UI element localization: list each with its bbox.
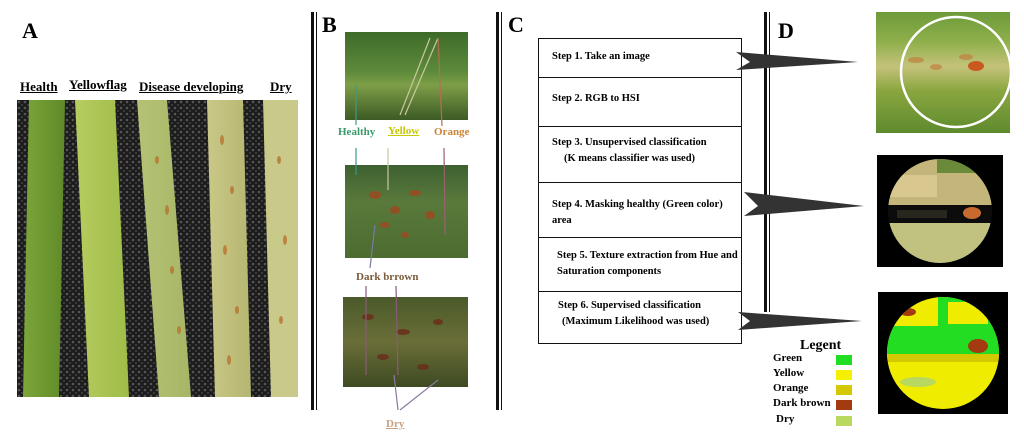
divider-c-d-2	[769, 12, 770, 312]
arrow-step1-to-image	[736, 52, 858, 70]
leaf-dry	[263, 100, 298, 397]
masked-image	[877, 155, 1003, 267]
region-of-interest-circle	[899, 15, 1010, 129]
leaf-samples-photo	[17, 100, 298, 397]
label-dry-b: Dry	[386, 418, 405, 430]
leaf-disease-developing-1	[137, 100, 191, 397]
legend-swatch-orange	[836, 385, 852, 395]
panel-letter-a: A	[22, 18, 38, 43]
step-5-subtext: Saturation components	[557, 265, 662, 277]
legend-label-green: Green	[773, 352, 803, 364]
step-4-box: Step 4. Masking healthy (Green color) ar…	[538, 182, 742, 238]
legend-title: Legent	[800, 338, 842, 353]
label-yellowflag: Yellowflag	[69, 77, 127, 92]
legend-label-dry: Dry	[776, 413, 795, 425]
legend-label-dark-brown: Dark brown	[773, 397, 831, 409]
legend-label-orange: Orange	[773, 382, 809, 394]
legend-swatch-dry	[836, 416, 852, 426]
original-leaf-image	[876, 12, 1010, 133]
step-5-box: Step 5. Texture extraction from Hue and …	[538, 237, 742, 292]
label-dry: Dry	[270, 79, 292, 94]
divider-a-b-2	[316, 12, 317, 410]
step-2-text: Step 2. RGB to HSI	[552, 93, 640, 104]
panel-letter-c: C	[508, 12, 524, 37]
legend-swatch-dark-brown	[836, 400, 852, 410]
leaf-health	[23, 100, 65, 397]
step-3-box: Step 3. Unsupervised classification (K m…	[538, 126, 742, 183]
panel-letter-d: D	[778, 18, 794, 43]
closeup-photo-2	[345, 165, 468, 258]
closeup-photo-3	[343, 297, 468, 387]
step-5-text: Step 5. Texture extraction from Hue and	[557, 250, 738, 261]
classified-image	[878, 292, 1008, 414]
step-6-box: Step 6. Supervised classification (Maxim…	[538, 291, 742, 344]
leaf-disease-developing-2	[207, 100, 251, 397]
step-3-subtext: (K means classifier was used)	[564, 152, 696, 164]
process-arrows	[736, 52, 864, 330]
leaf-samples-svg	[17, 100, 298, 397]
step-3-text: Step 3. Unsupervised classification	[552, 137, 707, 148]
divider-c-d	[764, 12, 767, 312]
divider-b-c-2	[501, 12, 502, 410]
label-dark-brown: Dark brrown	[356, 271, 419, 283]
step-4-text: Step 4. Masking healthy (Green color) ar…	[552, 199, 723, 226]
arrow-step6-to-classified	[738, 312, 862, 330]
step-1-box: Step 1. Take an image	[538, 38, 742, 78]
label-healthy: Healthy	[338, 126, 376, 138]
panel-b-pointer-lines	[355, 37, 446, 411]
label-orange: Orange	[434, 126, 470, 138]
arrow-step4-to-mask	[744, 192, 864, 216]
closeup-photo-1	[345, 32, 468, 120]
leaf-yellowflag	[75, 100, 129, 397]
step-6-text: Step 6. Supervised classification	[558, 300, 701, 311]
legend-swatch-yellow	[836, 370, 852, 380]
legend-label-yellow: Yellow	[773, 367, 805, 379]
label-yellow: Yellow	[388, 125, 420, 137]
step-2-box: Step 2. RGB to HSI	[538, 77, 742, 127]
divider-b-c	[496, 12, 499, 410]
step-1-text: Step 1. Take an image	[552, 51, 650, 62]
legend-swatch-green	[836, 355, 852, 365]
divider-a-b	[311, 12, 314, 410]
step-6-subtext: (Maximum Likelihood was used)	[562, 315, 710, 327]
label-disease-developing: Disease developing	[139, 79, 244, 94]
panel-letter-b: B	[322, 12, 337, 37]
label-health: Health	[20, 79, 58, 94]
